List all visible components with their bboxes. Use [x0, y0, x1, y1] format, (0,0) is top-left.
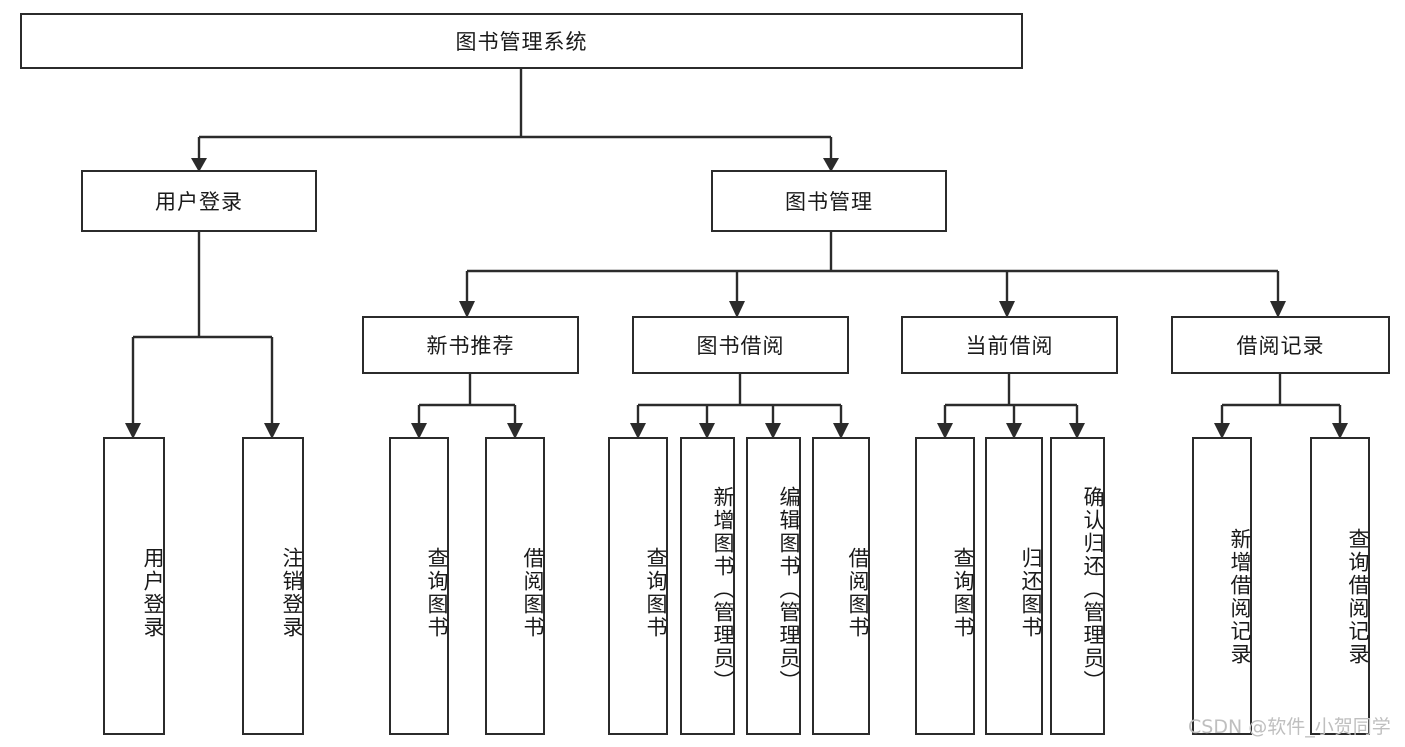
node-book-manage-label: 图书管理 [785, 190, 873, 214]
node-leaf-query-borrow-record-label: 查询借阅记录 [1346, 528, 1370, 666]
node-leaf-add-borrow-record-label: 新增借阅记录 [1228, 528, 1252, 666]
node-root-title[interactable]: 图书管理系统 [20, 13, 1023, 69]
node-leaf-query-book-1[interactable]: 查询图书 [389, 437, 449, 735]
node-leaf-add-book-admin[interactable]: 新增图书（管理员） [680, 437, 735, 735]
node-leaf-return-book[interactable]: 归还图书 [985, 437, 1043, 735]
node-leaf-logout-login[interactable]: 注销登录 [242, 437, 304, 735]
node-leaf-edit-book-admin-label: 编辑图书（管理员） [777, 485, 801, 693]
node-new-book-recommend[interactable]: 新书推荐 [362, 316, 579, 374]
node-root-title-label: 图书管理系统 [455, 30, 588, 54]
node-leaf-edit-book-admin[interactable]: 编辑图书（管理员） [746, 437, 801, 735]
node-book-borrow-label: 图书借阅 [696, 334, 785, 358]
node-borrow-record[interactable]: 借阅记录 [1171, 316, 1390, 374]
node-new-book-recommend-label: 新书推荐 [426, 334, 515, 358]
node-book-manage[interactable]: 图书管理 [711, 170, 947, 232]
node-current-borrow[interactable]: 当前借阅 [901, 316, 1118, 374]
node-leaf-borrow-book-1-label: 借阅图书 [521, 547, 545, 639]
node-leaf-borrow-book-2-label: 借阅图书 [846, 547, 870, 639]
node-leaf-query-book-1-label: 查询图书 [425, 547, 449, 639]
node-leaf-add-book-admin-label: 新增图书（管理员） [711, 485, 735, 693]
node-borrow-record-label: 借阅记录 [1236, 334, 1325, 358]
node-leaf-add-borrow-record[interactable]: 新增借阅记录 [1192, 437, 1252, 735]
node-leaf-query-book-3[interactable]: 查询图书 [915, 437, 975, 735]
node-leaf-query-borrow-record[interactable]: 查询借阅记录 [1310, 437, 1370, 735]
node-current-borrow-label: 当前借阅 [965, 334, 1054, 358]
node-leaf-return-book-label: 归还图书 [1019, 547, 1043, 639]
node-user-login[interactable]: 用户登录 [81, 170, 317, 232]
node-leaf-borrow-book-2[interactable]: 借阅图书 [812, 437, 870, 735]
node-book-borrow[interactable]: 图书借阅 [632, 316, 849, 374]
node-user-login-label: 用户登录 [155, 190, 243, 214]
node-leaf-confirm-return-admin[interactable]: 确认归还（管理员） [1050, 437, 1105, 735]
node-leaf-logout-login-label: 注销登录 [280, 547, 304, 639]
node-leaf-query-book-2-label: 查询图书 [644, 547, 668, 639]
node-leaf-user-login[interactable]: 用户登录 [103, 437, 165, 735]
node-leaf-query-book-3-label: 查询图书 [951, 547, 975, 639]
node-leaf-query-book-2[interactable]: 查询图书 [608, 437, 668, 735]
node-leaf-confirm-return-admin-label: 确认归还（管理员） [1081, 485, 1105, 693]
node-leaf-user-login-label: 用户登录 [141, 547, 165, 639]
node-leaf-borrow-book-1[interactable]: 借阅图书 [485, 437, 545, 735]
csdn-watermark: CSDN @软件_小贺同学 [1188, 716, 1391, 738]
